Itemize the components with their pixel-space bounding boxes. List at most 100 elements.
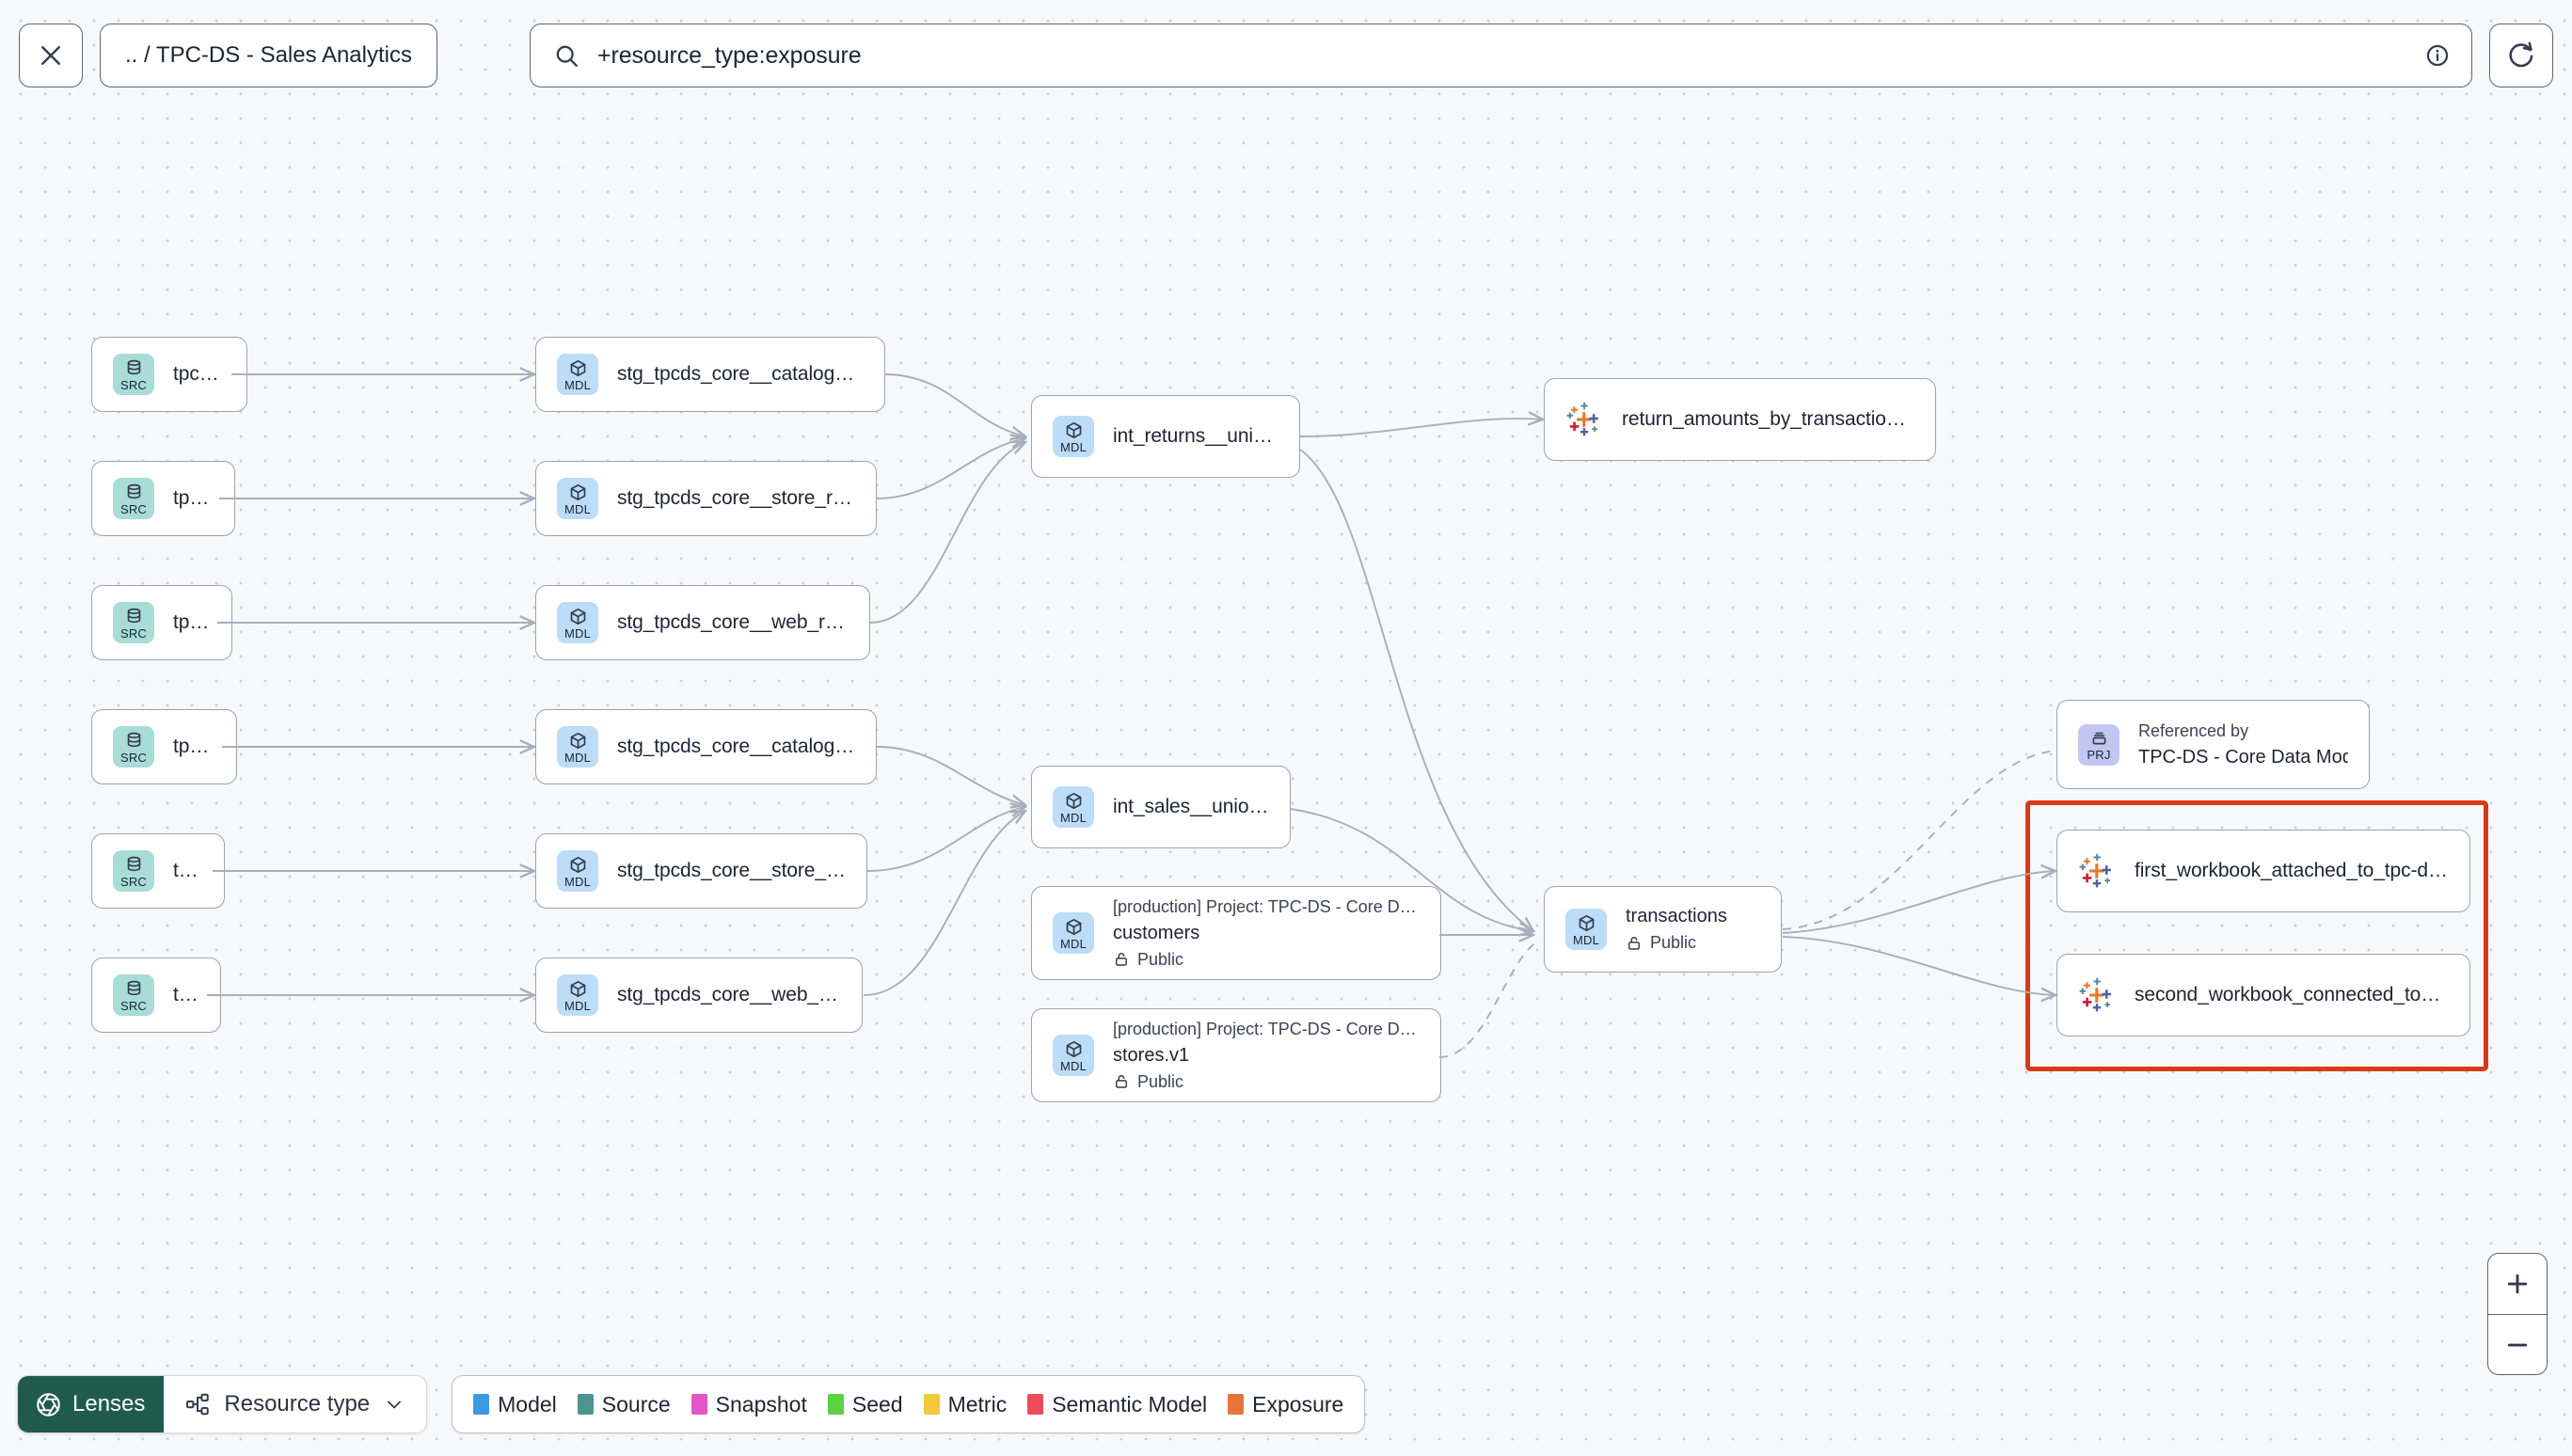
source-badge: SRC xyxy=(113,974,154,1016)
node-label: tpcds_core.catalog_returns xyxy=(173,363,226,385)
node-source-web-sales[interactable]: SRC tpcds_core.web_sales xyxy=(91,957,221,1033)
node-exposure-first-workbook[interactable]: first_workbook_attached_to_tpc-ds_-_… xyxy=(2056,830,2470,912)
node-source-store-returns[interactable]: SRC tpcds_core.store_returns xyxy=(91,461,235,536)
legend-label: Model xyxy=(498,1391,557,1416)
node-model-stg-store-returns[interactable]: MDL stg_tpcds_core__store_returns xyxy=(535,461,877,536)
tableau-icon xyxy=(2078,976,2116,1014)
legend-label: Semantic Model xyxy=(1052,1391,1208,1416)
node-model-int-sales-unioned[interactable]: MDL int_sales__unioned xyxy=(1031,766,1291,848)
badge-label: MDL xyxy=(564,874,592,889)
node-label: stg_tpcds_core__store_sales xyxy=(617,860,846,881)
node-source-web-returns[interactable]: SRC tpcds_core.web_returns xyxy=(91,585,232,660)
cube-icon xyxy=(570,732,585,749)
node-model-stg-catalog-returns[interactable]: MDL stg_tpcds_core__catalog_returns xyxy=(535,337,885,412)
badge-label: MDL xyxy=(564,377,592,392)
node-model-stg-web-sales[interactable]: MDL stg_tpcds_core__web_sales xyxy=(535,957,863,1033)
zoom-in-button[interactable] xyxy=(2488,1254,2547,1314)
project-badge: PRJ xyxy=(2078,723,2120,766)
badge-label: SRC xyxy=(119,377,148,392)
legend-swatch xyxy=(1228,1394,1245,1415)
node-access: Public xyxy=(1626,933,1727,953)
node-model-stg-web-returns[interactable]: MDL stg_tpcds_core__web_returns xyxy=(535,585,870,660)
legend-item-snapshot[interactable]: Snapshot xyxy=(691,1392,807,1417)
project-icon xyxy=(2092,732,2105,745)
zoom-controls xyxy=(2487,1253,2548,1375)
breadcrumb-label: .. / TPC-DS - Sales Analytics xyxy=(125,42,412,68)
legend-swatch xyxy=(1027,1394,1044,1415)
cube-icon xyxy=(570,856,585,873)
search-bar[interactable]: +resource_type:exposure xyxy=(529,24,2472,87)
legend-item-semantic-model[interactable]: Semantic Model xyxy=(1027,1392,1207,1417)
badge-label: MDL xyxy=(1059,936,1088,951)
node-label: stg_tpcds_core__catalog_returns xyxy=(617,363,864,385)
node-model-int-returns-unioned[interactable]: MDL int_returns__unioned xyxy=(1031,395,1300,478)
access-label: Public xyxy=(1137,949,1184,969)
zoom-out-button[interactable] xyxy=(2488,1314,2547,1374)
node-access: Public xyxy=(1113,1072,1420,1092)
cube-icon xyxy=(570,359,585,376)
legend-swatch xyxy=(923,1394,940,1415)
legend-item-model[interactable]: Model xyxy=(473,1392,557,1417)
node-model-transactions[interactable]: MDL transactions Public xyxy=(1544,886,1782,973)
legend-label: Snapshot xyxy=(715,1391,807,1416)
node-model-stg-catalog-sales[interactable]: MDL stg_tpcds_core__catalog_sales xyxy=(535,709,877,784)
node-label: stg_tpcds_core__store_returns xyxy=(617,487,855,509)
database-icon xyxy=(127,980,140,995)
node-label: second_workbook_connected_to_live… xyxy=(2135,984,2449,1005)
node-label: return_amounts_by_transaction_type xyxy=(1622,408,1914,430)
node-body: transactions Public xyxy=(1626,906,1727,953)
legend-item-exposure[interactable]: Exposure xyxy=(1228,1392,1343,1417)
model-badge: MDL xyxy=(557,354,598,395)
legend-item-metric[interactable]: Metric xyxy=(923,1392,1007,1417)
info-icon[interactable] xyxy=(2424,42,2451,69)
source-badge: SRC xyxy=(113,478,154,519)
node-label: TPC-DS - Core Data Models xyxy=(2138,746,2348,768)
database-icon xyxy=(127,483,140,499)
legend-label: Source xyxy=(601,1391,671,1416)
model-badge: MDL xyxy=(1053,912,1094,954)
node-body: Referenced by TPC-DS - Core Data Models xyxy=(2138,721,2348,768)
node-project-label: [production] Project: TPC-DS - Core Data… xyxy=(1113,896,1420,916)
search-input[interactable]: +resource_type:exposure xyxy=(596,41,862,69)
node-body: [production] Project: TPC-DS - Core Data… xyxy=(1113,897,1420,970)
resource-type-dropdown[interactable]: Resource type xyxy=(164,1376,427,1432)
model-badge: MDL xyxy=(557,602,598,643)
legend-item-seed[interactable]: Seed xyxy=(827,1392,903,1417)
breadcrumb[interactable]: .. / TPC-DS - Sales Analytics xyxy=(100,24,437,87)
badge-label: MDL xyxy=(1059,1058,1088,1073)
node-project-referenced-by[interactable]: PRJ Referenced by TPC-DS - Core Data Mod… xyxy=(2056,700,2370,789)
close-icon xyxy=(41,46,60,65)
close-button[interactable] xyxy=(19,24,83,87)
node-exposure-second-workbook[interactable]: second_workbook_connected_to_live… xyxy=(2056,954,2470,1037)
minus-icon xyxy=(2507,1343,2528,1346)
plus-icon xyxy=(2507,1274,2528,1294)
node-exposure-return-amounts[interactable]: return_amounts_by_transaction_type xyxy=(1544,378,1936,461)
badge-label: PRJ xyxy=(2087,748,2111,762)
badge-label: SRC xyxy=(119,998,148,1013)
badge-label: SRC xyxy=(119,874,148,889)
lenses-button[interactable]: Lenses xyxy=(18,1376,165,1432)
node-label: stg_tpcds_core__web_sales xyxy=(617,984,841,1005)
refresh-button[interactable] xyxy=(2489,24,2553,87)
node-source-catalog-sales[interactable]: SRC tpcds_core.catalog_sales xyxy=(91,709,237,784)
cube-icon xyxy=(1066,1040,1081,1057)
node-source-store-sales[interactable]: SRC tpcds_core.store_sales xyxy=(91,833,225,909)
database-icon xyxy=(127,608,140,623)
badge-label: MDL xyxy=(564,625,592,641)
cube-icon xyxy=(570,608,585,625)
exposure-highlight-box xyxy=(2025,800,2488,1071)
node-model-customers[interactable]: MDL [production] Project: TPC-DS - Core … xyxy=(1031,886,1441,980)
node-model-stores-v1[interactable]: MDL [production] Project: TPC-DS - Core … xyxy=(1031,1008,1441,1102)
legend-item-source[interactable]: Source xyxy=(577,1391,671,1417)
model-badge: MDL xyxy=(1053,416,1094,457)
badge-label: MDL xyxy=(1059,439,1088,454)
cube-icon xyxy=(570,483,585,500)
source-badge: SRC xyxy=(113,602,154,643)
node-label: tpcds_core.web_returns xyxy=(173,611,211,633)
lens-group: Lenses Resource type xyxy=(17,1375,428,1433)
model-badge: MDL xyxy=(557,850,598,892)
node-source-catalog-returns[interactable]: SRC tpcds_core.catalog_returns xyxy=(91,337,247,412)
node-model-stg-store-sales[interactable]: MDL stg_tpcds_core__store_sales xyxy=(535,833,867,909)
